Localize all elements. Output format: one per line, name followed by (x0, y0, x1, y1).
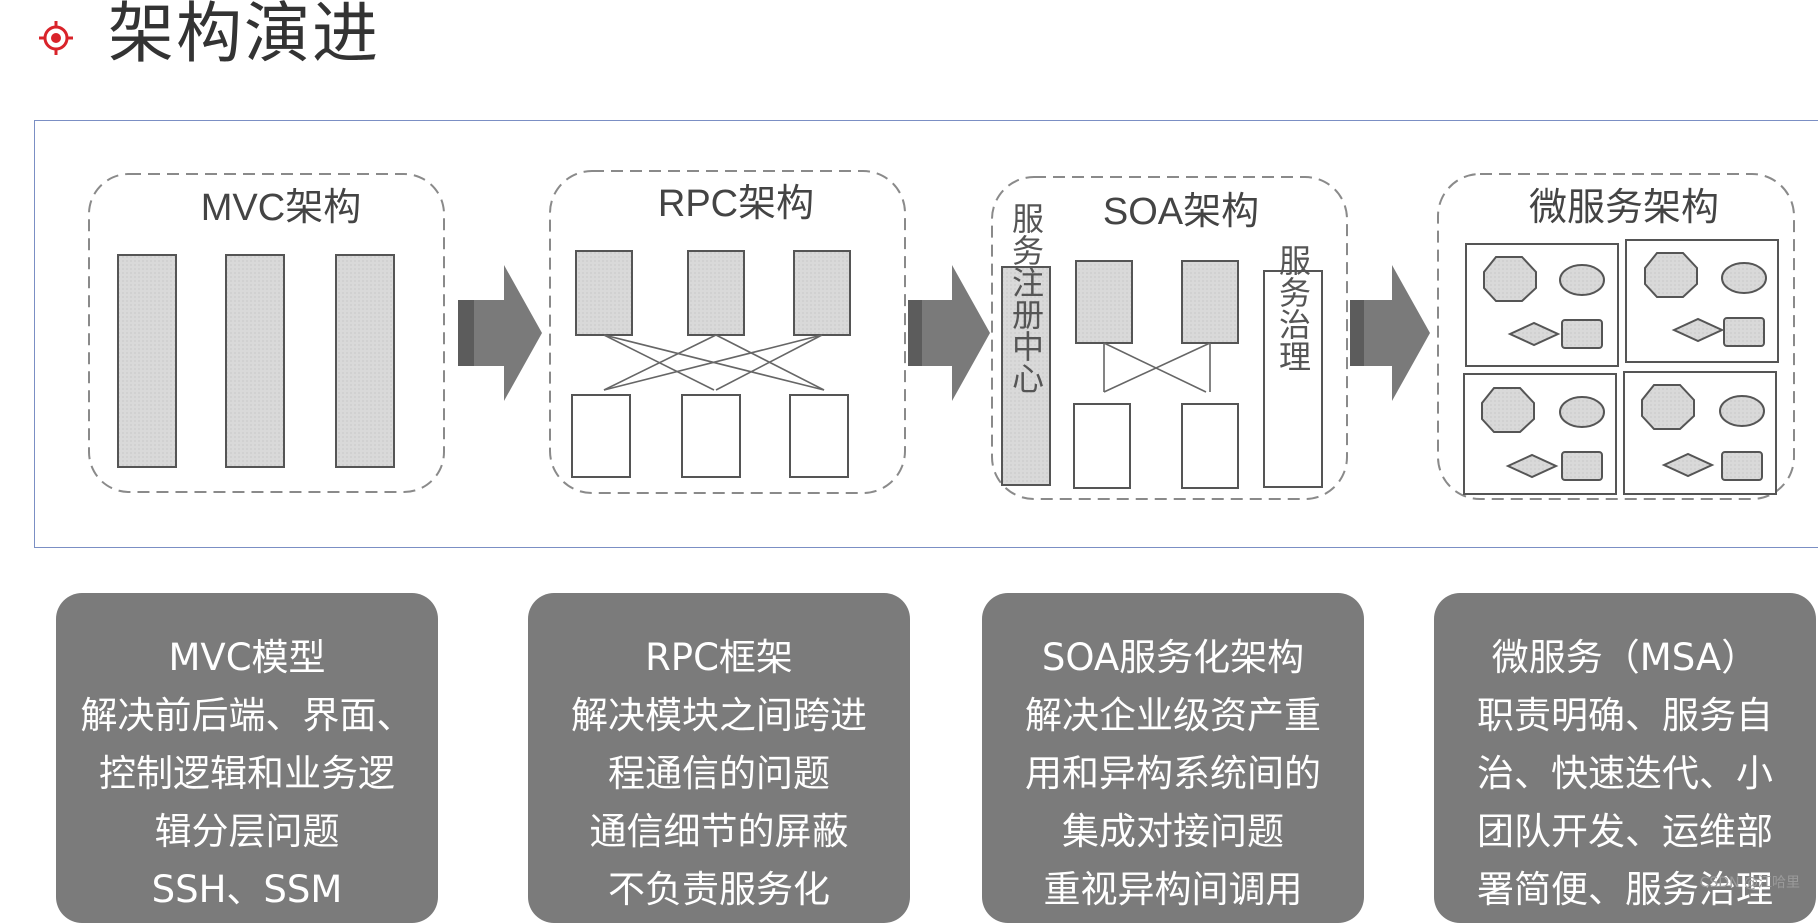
flow-arrow (908, 265, 990, 401)
soa-connection-lines (1103, 342, 1211, 393)
stage-soa: SOA架构 服务注册中心 服务治理 (991, 176, 1348, 500)
watermark: CSDN @江哈里 (1699, 875, 1800, 891)
card-mvc: MVC模型 解决前后端、界面、 控制逻辑和业务逻 辑分层问题 SSH、SSM (56, 593, 438, 923)
mvc-layer-box (117, 254, 177, 468)
stage-soa-label: SOA架构 (1103, 191, 1259, 233)
card-microservices-line: 微服务（MSA） (1491, 636, 1759, 679)
target-icon (39, 21, 73, 55)
card-rpc-line: 通信细节的屏蔽 (589, 810, 849, 853)
flow-arrow (458, 265, 542, 401)
diagram-frame (34, 120, 1818, 548)
stage-mvc: MVC架构 (88, 173, 445, 493)
card-mvc-line: MVC模型 (168, 636, 326, 679)
card-soa-line: 集成对接问题 (1062, 810, 1284, 853)
stage-microservices-boundary (1437, 173, 1795, 500)
card-soa-line: 重视异构间调用 (1043, 868, 1303, 911)
mvc-layer-box (225, 254, 285, 468)
rpc-service-box (687, 250, 745, 336)
card-mvc-line: 控制逻辑和业务逻 (99, 752, 395, 795)
service-governance-bar (1263, 270, 1323, 488)
card-microservices-line: 团队开发、运维部 (1477, 810, 1773, 853)
soa-client-box (1073, 403, 1131, 489)
card-rpc-line: 解决模块之间跨进 (571, 694, 867, 737)
card-mvc-line: 辑分层问题 (154, 810, 340, 853)
soa-client-box (1181, 403, 1239, 489)
rpc-client-box (571, 394, 631, 478)
card-mvc-line: SSH、SSM (151, 868, 343, 911)
card-rpc-line: 不负责服务化 (608, 868, 830, 911)
card-rpc-line: RPC框架 (645, 636, 793, 679)
card-rpc: RPC框架 解决模块之间跨进 程通信的问题 通信细节的屏蔽 不负责服务化 (528, 593, 910, 923)
rpc-client-box (789, 394, 849, 478)
rpc-client-box (681, 394, 741, 478)
stage-rpc-boundary (549, 170, 906, 494)
card-soa-line: 解决企业级资产重 (1025, 694, 1321, 737)
stage-microservices-label: 微服务架构 (1529, 187, 1719, 229)
card-soa-line: SOA服务化架构 (1041, 636, 1305, 679)
service-registry-label: 服务注册中心 (1007, 202, 1045, 394)
flow-arrow (1350, 265, 1430, 401)
rpc-connection-lines (603, 334, 825, 391)
page-title: 架构演进 (108, 0, 380, 72)
architecture-diagram: MVC架构 RPC架构 SOA架构 (88, 170, 1795, 500)
card-mvc-line: 解决前后端、界面、 (80, 694, 414, 737)
soa-service-box (1181, 260, 1239, 344)
stage-microservices: 微服务架构 (1437, 173, 1795, 500)
rpc-service-box (575, 250, 633, 336)
stage-rpc-label: RPC架构 (658, 183, 814, 225)
card-rpc-line: 程通信的问题 (608, 752, 830, 795)
rpc-service-box (793, 250, 851, 336)
stage-mvc-label: MVC架构 (201, 187, 361, 229)
stage-mvc-boundary (88, 173, 445, 493)
microservice-shapes (1481, 252, 1767, 481)
mvc-layer-box (335, 254, 395, 468)
card-soa-line: 用和异构系统间的 (1025, 752, 1321, 795)
service-governance-label: 服务治理 (1274, 244, 1312, 372)
card-microservices-line: 职责明确、服务自 (1477, 694, 1773, 737)
soa-service-box (1075, 260, 1133, 344)
service-registry-bar (1001, 266, 1051, 486)
card-soa: SOA服务化架构 解决企业级资产重 用和异构系统间的 集成对接问题 重视异构间调… (982, 593, 1364, 923)
card-microservices-line: 治、快速迭代、小 (1477, 752, 1773, 795)
stage-soa-boundary (991, 176, 1348, 500)
card-microservices: 微服务（MSA） 职责明确、服务自 治、快速迭代、小 团队开发、运维部 署简便、… (1434, 593, 1816, 923)
stage-rpc: RPC架构 (549, 170, 906, 494)
